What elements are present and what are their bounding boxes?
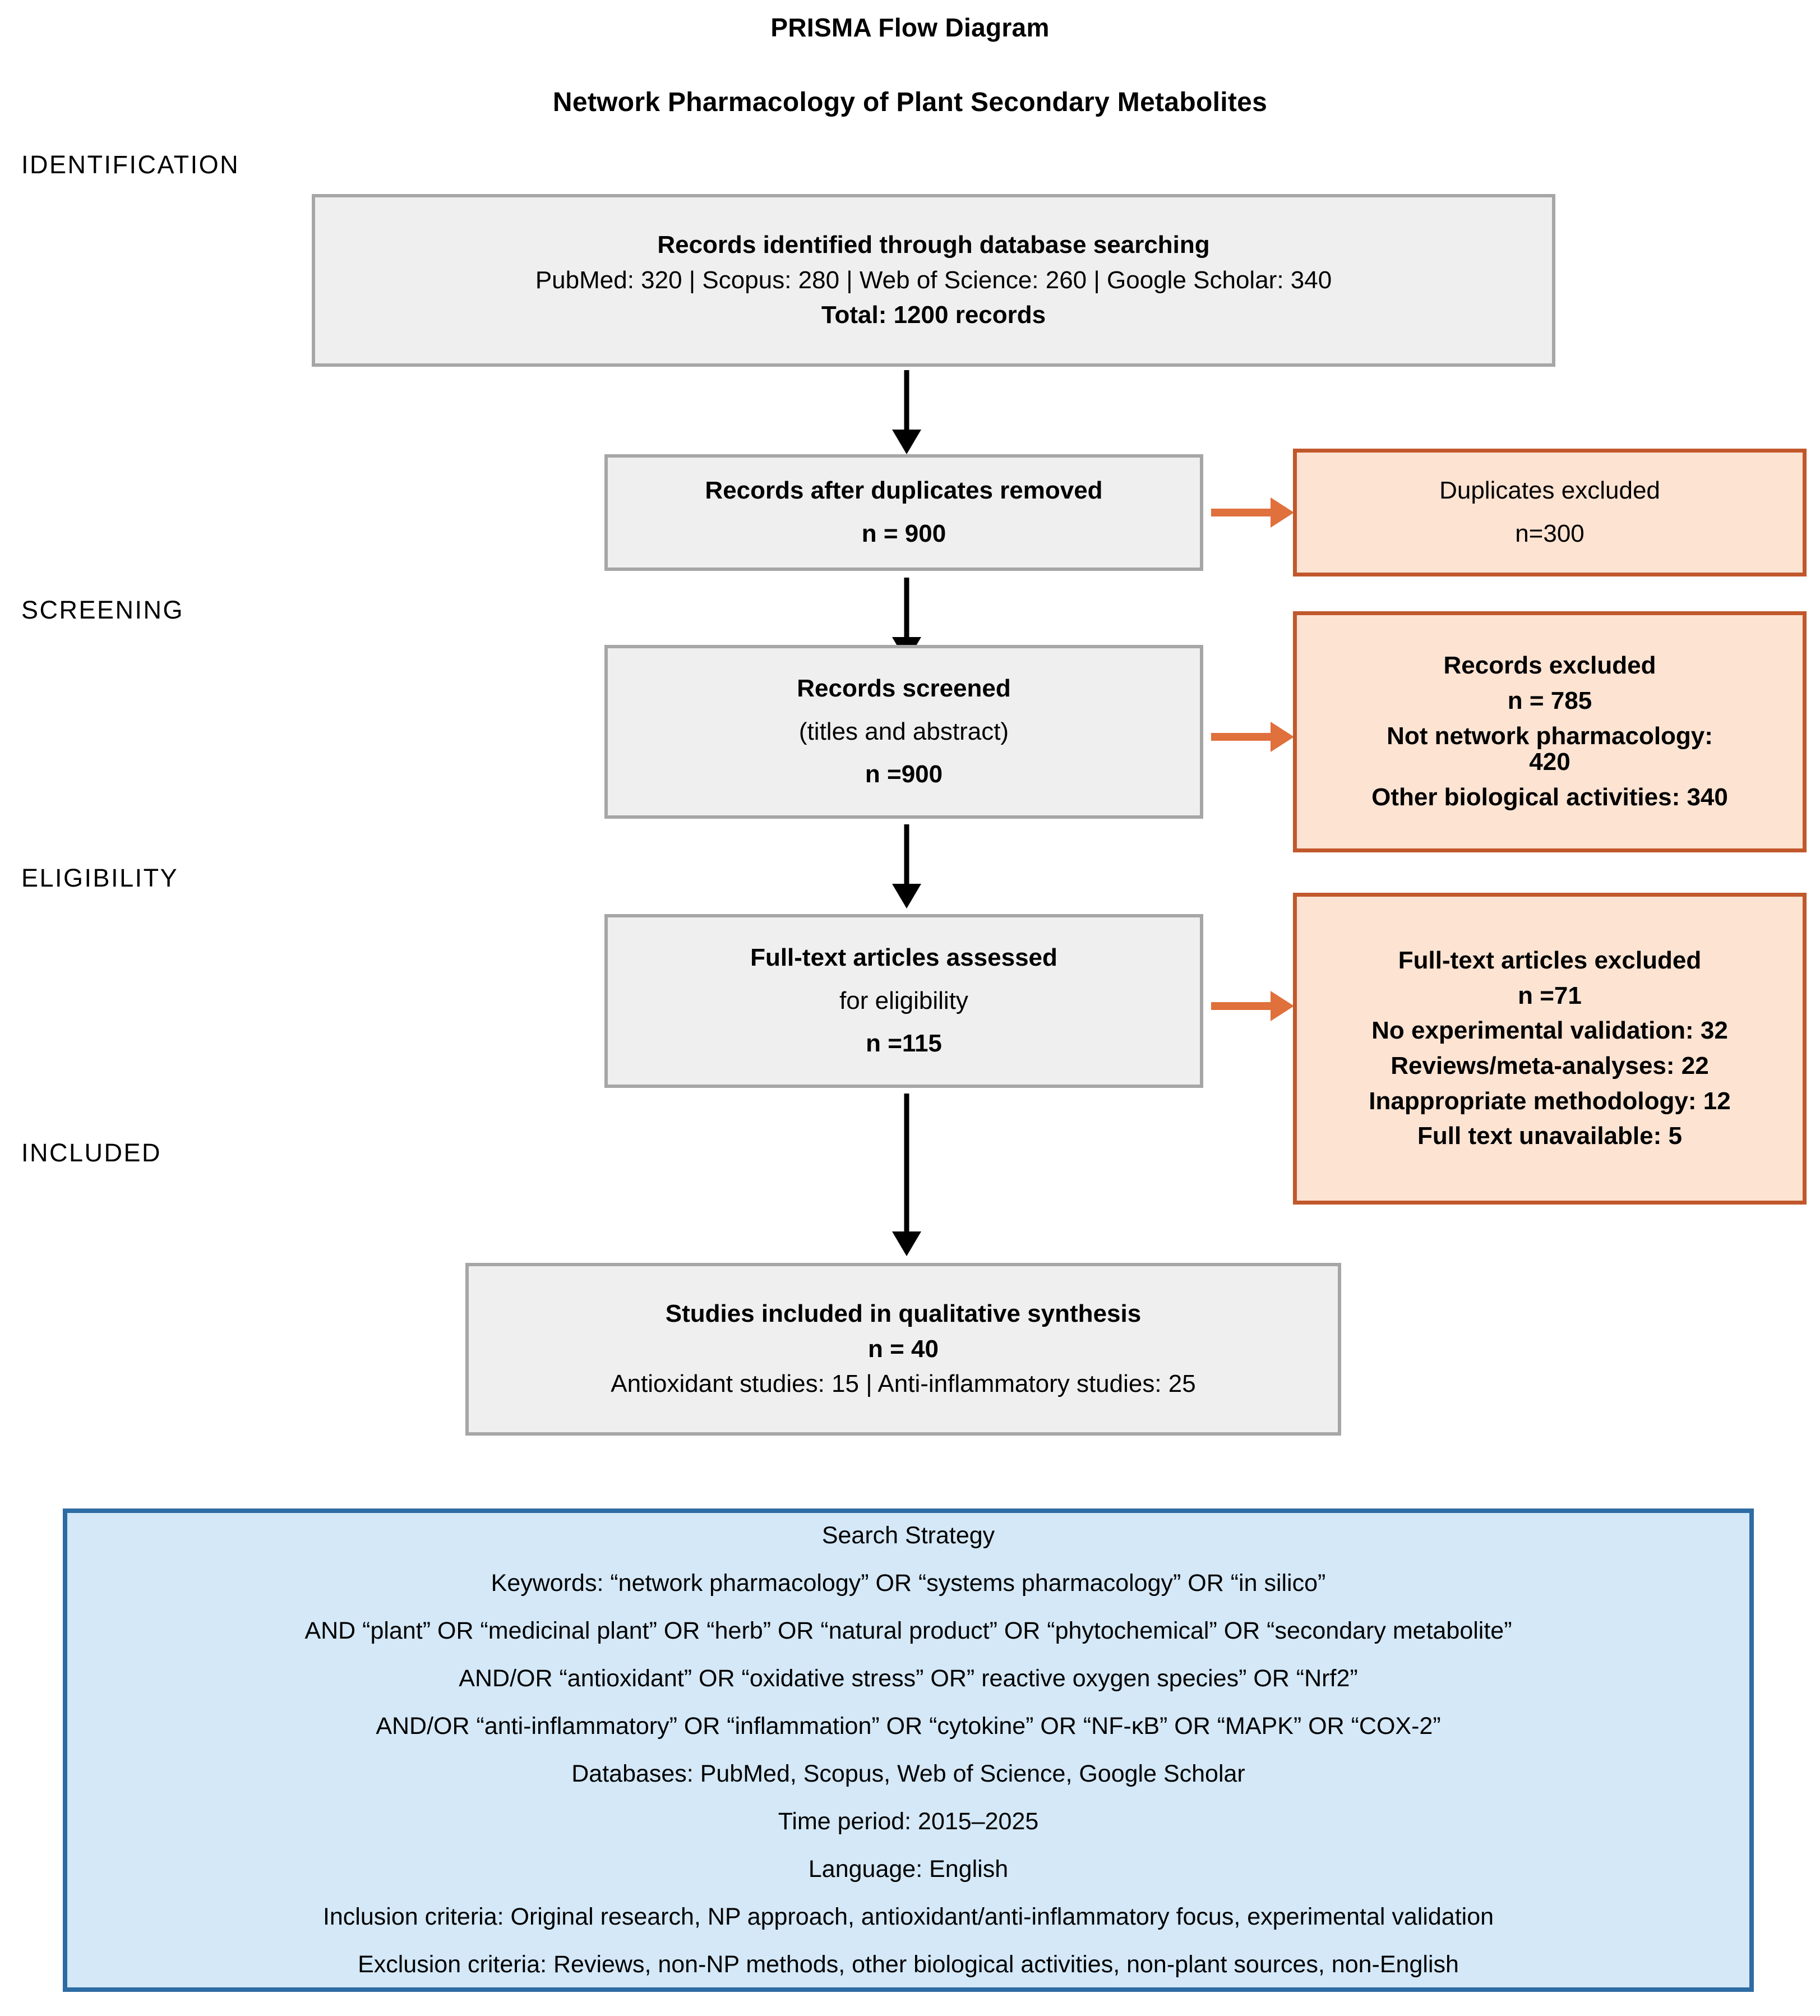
box-fulltext-assessed: Full-text articles assessed for eligibil… <box>604 914 1203 1088</box>
records-screened-detail: (titles and abstract) <box>798 717 1009 745</box>
fulltext-assessed-detail: for eligibility <box>839 986 968 1014</box>
records-identified-heading: Records identified through database sear… <box>657 231 1210 259</box>
records-excluded-reason-2: Other biological activities: 340 <box>1371 783 1728 811</box>
stage-label-eligibility: ELIGIBILITY <box>21 864 179 892</box>
fulltext-excluded-count: n =71 <box>1518 981 1582 1009</box>
search-strategy-line-9: Exclusion criteria: Reviews, non-NP meth… <box>358 1951 1459 1978</box>
box-studies-included: Studies included in qualitative synthesi… <box>465 1263 1341 1436</box>
search-strategy-line-7: Language: English <box>808 1856 1009 1883</box>
search-strategy-line-3: AND/OR “antioxidant” OR “oxidative stres… <box>459 1665 1358 1692</box>
box-duplicates-excluded: Duplicates excluded n=300 <box>1293 449 1807 576</box>
search-strategy-line-1: Keywords: “network pharmacology” OR “sys… <box>491 1570 1326 1597</box>
search-strategy-line-5: Databases: PubMed, Scopus, Web of Scienc… <box>571 1760 1245 1787</box>
records-excluded-count: n = 785 <box>1507 687 1592 715</box>
records-identified-sources: PubMed: 320 | Scopus: 280 | Web of Scien… <box>535 266 1332 294</box>
fulltext-excluded-reason-1: No experimental validation: 32 <box>1371 1017 1728 1045</box>
exclusion-arrow-fulltext <box>1211 990 1294 1022</box>
stage-label-included: INCLUDED <box>21 1138 162 1167</box>
diagram-title: PRISMA Flow Diagram <box>770 13 1050 42</box>
search-strategy-line-8: Inclusion criteria: Original research, N… <box>322 1903 1494 1930</box>
diagram-subtitle: Network Pharmacology of Plant Secondary … <box>552 87 1268 117</box>
after-duplicates-count: n = 900 <box>861 520 946 547</box>
search-strategy-title: Search Strategy <box>821 1522 995 1549</box>
fulltext-excluded-heading: Full-text articles excluded <box>1398 947 1702 975</box>
fulltext-excluded-reason-3: Inappropriate methodology: 12 <box>1369 1087 1731 1115</box>
records-identified-total: Total: 1200 records <box>821 301 1046 329</box>
after-duplicates-heading: Records after duplicates removed <box>705 477 1103 505</box>
duplicates-excluded-heading: Duplicates excluded <box>1439 477 1660 505</box>
records-excluded-reason-1-label: Not network pharmacology: <box>1387 722 1713 750</box>
box-records-after-duplicates: Records after duplicates removed n = 900 <box>604 454 1203 571</box>
records-excluded-reason-1-value: 420 <box>1529 748 1570 776</box>
box-search-strategy: Search Strategy Keywords: “network pharm… <box>63 1508 1754 1992</box>
flow-arrow-screened-to-fulltext <box>889 824 924 908</box>
exclusion-arrow-records <box>1211 721 1294 753</box>
box-records-excluded: Records excluded n = 785 Not network pha… <box>1293 611 1807 852</box>
flow-arrow-identified-to-duplicates <box>889 370 924 454</box>
records-screened-heading: Records screened <box>797 675 1011 703</box>
exclusion-arrow-duplicates <box>1211 497 1294 528</box>
search-strategy-line-6: Time period: 2015–2025 <box>778 1808 1039 1835</box>
records-screened-count: n =900 <box>865 760 943 788</box>
flow-arrow-fulltext-to-included <box>889 1094 924 1256</box>
fulltext-assessed-heading: Full-text articles assessed <box>750 944 1057 972</box>
studies-included-breakdown: Antioxidant studies: 15 | Anti-inflammat… <box>611 1370 1196 1398</box>
box-records-identified: Records identified through database sear… <box>312 194 1555 367</box>
box-fulltext-excluded: Full-text articles excluded n =71 No exp… <box>1293 893 1807 1205</box>
duplicates-excluded-count: n=300 <box>1515 520 1585 547</box>
search-strategy-line-2: AND “plant” OR “medicinal plant” OR “her… <box>304 1617 1512 1644</box>
fulltext-excluded-reason-2: Reviews/meta-analyses: 22 <box>1391 1052 1709 1079</box>
fulltext-assessed-count: n =115 <box>866 1030 942 1058</box>
records-excluded-heading: Records excluded <box>1443 652 1656 680</box>
fulltext-excluded-reason-4: Full text unavailable: 5 <box>1417 1122 1682 1150</box>
stage-label-identification: IDENTIFICATION <box>21 150 240 179</box>
search-strategy-line-4: AND/OR “anti-inflammatory” OR “inflammat… <box>376 1713 1441 1740</box>
stage-label-screening: SCREENING <box>21 596 184 624</box>
studies-included-heading: Studies included in qualitative synthesi… <box>665 1300 1142 1328</box>
box-records-screened: Records screened (titles and abstract) n… <box>604 645 1203 819</box>
studies-included-count: n = 40 <box>868 1335 939 1363</box>
